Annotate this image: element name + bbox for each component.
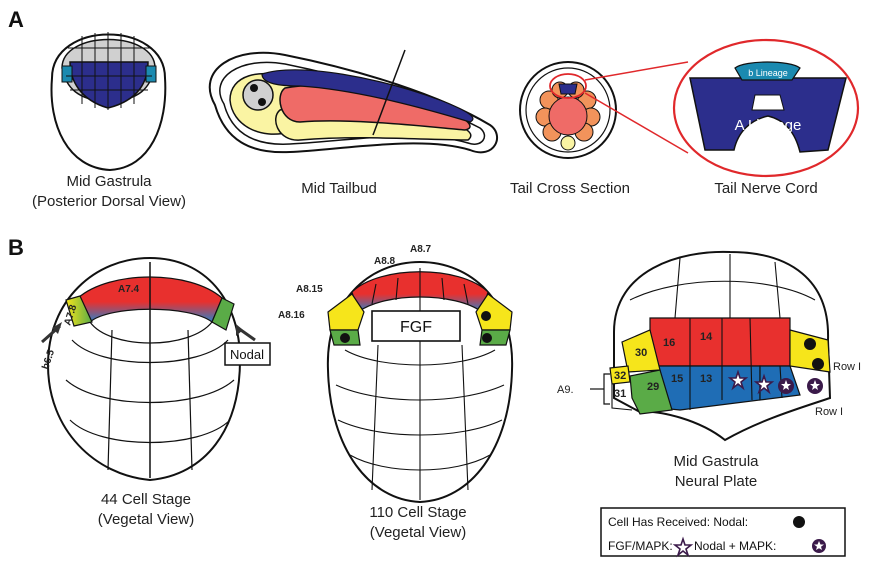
cell-label-a74: A7.4 <box>118 284 140 295</box>
cell-label-a87: A8.7 <box>410 244 432 255</box>
caption-neural-plate-line2: Neural Plate <box>675 473 758 490</box>
np-cell-15: 15 <box>671 373 683 385</box>
np-cell-16: 16 <box>663 337 675 349</box>
np-cell-13: 13 <box>700 373 712 385</box>
a9-label: A9. <box>557 384 574 396</box>
row1-top-label: Row I <box>833 361 861 373</box>
caption-44-line2: (Vegetal View) <box>98 511 194 528</box>
np-cell-30: 30 <box>635 347 647 359</box>
tail-cross-section <box>520 62 688 158</box>
caption-44-line1: 44 Cell Stage <box>101 491 191 508</box>
np-cell-31: 31 <box>614 388 626 400</box>
neural-plate <box>590 252 830 440</box>
np-cell-14: 14 <box>700 331 713 343</box>
a-lineage-label: A Lineage <box>735 117 802 134</box>
tail-nerve-cord <box>674 40 858 176</box>
embryo-110-cell <box>328 262 512 502</box>
legend-line1: Cell Has Received: Nodal: <box>608 515 748 529</box>
caption-neural-plate-line1: Mid Gastrula <box>673 453 759 470</box>
panel-label-b: B <box>8 235 24 260</box>
mid-tailbud-embryo <box>210 50 497 152</box>
np-cell-29: 29 <box>647 381 659 393</box>
embryo-44-cell <box>42 258 270 480</box>
caption-gastrula-line1: Mid Gastrula <box>66 173 152 190</box>
row1-bottom-label: Row I <box>815 406 843 418</box>
caption-nerve-cord: Tail Nerve Cord <box>714 180 817 197</box>
cell-label-a88: A8.8 <box>374 256 396 267</box>
legend-line2b: Nodal + MAPK: <box>694 539 776 553</box>
panel-label-a: A <box>8 7 24 32</box>
caption-cross-section: Tail Cross Section <box>510 180 630 197</box>
caption-110-line2: (Vegetal View) <box>370 524 466 541</box>
fgf-box-label: FGF <box>400 319 432 336</box>
caption-tailbud: Mid Tailbud <box>301 180 377 197</box>
caption-110-line1: 110 Cell Stage <box>369 504 466 521</box>
np-cell-32: 32 <box>614 370 626 382</box>
legend-line2a: FGF/MAPK: <box>608 539 673 553</box>
caption-gastrula-line2: (Posterior Dorsal View) <box>32 193 186 210</box>
mid-gastrula-embryo <box>51 32 165 170</box>
cell-label-a816: A8.16 <box>278 310 305 321</box>
b-lineage-label: b Lineage <box>748 68 788 78</box>
cell-label-a815: A8.15 <box>296 284 323 295</box>
legend-nodal-dot-icon <box>793 516 805 528</box>
nodal-box-label: Nodal <box>230 347 264 362</box>
